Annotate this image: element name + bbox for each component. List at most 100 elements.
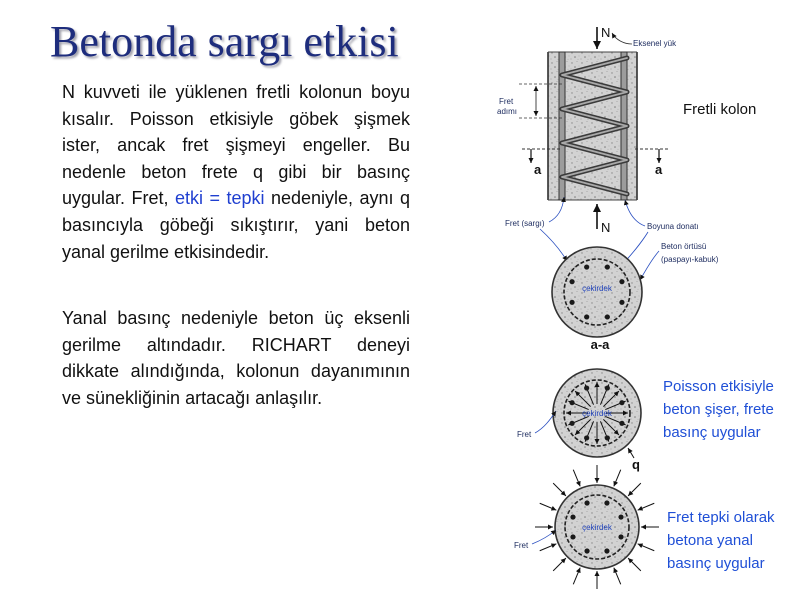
longitudinal-bar (584, 435, 590, 441)
section-mark-left: a (534, 162, 542, 177)
spiral-label: Fret (sargı) (505, 219, 545, 228)
section-generated-marks (566, 382, 628, 444)
longitudinal-bar (570, 534, 576, 540)
core-label: çekirdek (582, 284, 613, 293)
paragraph-1-line: uygular. Fret, etki = tepki nedeniyle, a… (62, 185, 410, 212)
longitudinal-bar (618, 514, 624, 520)
paragraph-2-line: gerilme altındadır. RICHART deneyi (62, 334, 410, 355)
core-label: çekirdek (582, 409, 613, 418)
section-generated-marks (569, 264, 625, 320)
outward-pressure-arrow (574, 390, 591, 407)
spiral-reinforcement-highlight (561, 57, 628, 195)
axial-load-symbol-bottom: N (601, 220, 610, 235)
spiral-label-pointer-elevation (548, 196, 566, 223)
pitch-label-line-2: adımı (497, 107, 517, 116)
spiral-label: Fret (517, 430, 532, 439)
section-aa: çekirdek a-a (551, 246, 643, 352)
axial-load-label: Eksenel yük (633, 39, 677, 48)
column-elevation: N Eksenel yük Fret adımı a a Fretli kolo… (497, 25, 756, 281)
slide-title: Betonda sargı etkisi (50, 17, 399, 66)
paragraph-1-line: N kuvveti ile yüklenen fretli kolonun bo… (62, 82, 410, 102)
section-poisson-expansion: çekirdek Fret q Poisson etkisiyle beton … (517, 368, 774, 472)
axial-load-label-pointer (611, 32, 633, 45)
outward-pressure-arrow (603, 419, 620, 436)
longitudinal-bar (570, 514, 576, 520)
axial-load-symbol-top: N (601, 25, 610, 40)
longitudinal-bar (604, 385, 610, 391)
inward-pressure-arrow (613, 567, 622, 585)
reaction-caption-line-1: Fret tepki olarak (667, 509, 775, 526)
poisson-caption-line-2: beton şişer, frete (663, 401, 774, 418)
paragraph-1-line: ister, ancak fret şişmeyi engeller. Bu (62, 135, 410, 156)
longitudinal-bar (604, 435, 610, 441)
section-name: a-a (591, 337, 611, 352)
cover-label-pointer (639, 250, 660, 281)
spiral-label: Fret (514, 541, 529, 550)
longitudinal-bar (604, 264, 610, 270)
inward-pressure-arrow (572, 567, 581, 585)
inward-pressure-arrow (637, 543, 655, 552)
longitudinal-bar (569, 400, 575, 406)
longitudinal-bar (619, 400, 625, 406)
paragraph-2-line: Yanal basınç nedeniyle beton üç eksenli (62, 308, 410, 328)
inward-pressure-arrow (552, 557, 567, 572)
inward-pressure-arrow (613, 469, 622, 487)
paragraph-1-line: yanal gerilme etkisindedir. (62, 241, 270, 262)
longitudinal-bar (584, 314, 590, 320)
reaction-caption-line-3: basınç uygular (667, 555, 765, 572)
paragraph-2: Yanal basınç nedeniyle beton üç eksenli … (62, 305, 410, 411)
poisson-caption-line-3: basınç uygular (663, 424, 761, 441)
paragraph-1-line: basıncıyla göbeği sıkıştırır, yani beton (62, 214, 410, 235)
longitudinal-bar (604, 500, 610, 506)
line-text: uygular. Fret, (62, 188, 175, 209)
inward-pressure-arrow (539, 502, 557, 511)
inward-pressure-arrow (627, 482, 642, 497)
longitudinal-bar (569, 279, 575, 285)
line-text: nedeniyle, aynı q (264, 188, 410, 209)
longitudinal-bar (604, 314, 610, 320)
spiral-ring (563, 258, 631, 326)
cover-label-line-1: Beton örtüsü (661, 242, 706, 251)
longitudinal-bar (569, 420, 575, 426)
highlighted-text: etki = tepki (175, 188, 265, 209)
pressure-symbol-pointer (627, 447, 635, 459)
outward-pressure-arrow (574, 419, 591, 436)
outward-pressure-arrow (603, 390, 620, 407)
spiral-column-figure: N Eksenel yük Fret adımı a a Fretli kolo… (497, 25, 775, 589)
inward-pressure-arrow (539, 543, 557, 552)
section-confinement-reaction: çekirdek Fret Fret tepki olarak betona y… (514, 465, 775, 589)
paragraph-1-line: nedenle beton frete q gibi bir basınç (62, 161, 410, 182)
paragraph-2-line: ve sünekliğinin artacağı anlaşılır. (62, 387, 323, 408)
reaction-caption-line-2: betona yanal (667, 532, 753, 549)
longitudinal-bar (619, 420, 625, 426)
section-outline (551, 246, 643, 338)
longitudinal-bar (584, 548, 590, 554)
section-mark-right: a (655, 162, 663, 177)
pressure-symbol: q (632, 457, 640, 472)
pitch-label-line-1: Fret (499, 97, 514, 106)
paragraph-2-line: dikkate alındığında, kolonun dayanımının (62, 361, 410, 382)
longitudinal-bar-label: Boyuna donatı (647, 222, 699, 231)
longitudinal-bar (619, 299, 625, 305)
inward-pressure-arrow (637, 502, 655, 511)
inward-pressure-arrow (627, 557, 642, 572)
longitudinal-bar (584, 385, 590, 391)
spiral-ring (564, 494, 630, 560)
longitudinal-bar (584, 500, 590, 506)
section-outline (554, 484, 640, 570)
longitudinal-bar-pointer-elevation (623, 199, 646, 227)
spiral-label-pointer (534, 410, 557, 434)
longitudinal-bar (569, 299, 575, 305)
core-label: çekirdek (582, 523, 613, 532)
longitudinal-bar (584, 264, 590, 270)
column-title: Fretli kolon (683, 101, 756, 118)
inward-pressure-arrow (572, 469, 581, 487)
paragraph-1-line: kısalır. Poisson etkisiyle göbek şişmek (62, 108, 410, 129)
longitudinal-bar (604, 548, 610, 554)
spiral-label-pointer (531, 529, 557, 545)
spiral-label-pointer-section (539, 228, 568, 262)
longitudinal-bar (618, 534, 624, 540)
longitudinal-bar (619, 279, 625, 285)
poisson-caption-line-1: Poisson etkisiyle (663, 378, 774, 395)
cover-label-line-2: (paspayı-kabuk) (661, 255, 719, 264)
